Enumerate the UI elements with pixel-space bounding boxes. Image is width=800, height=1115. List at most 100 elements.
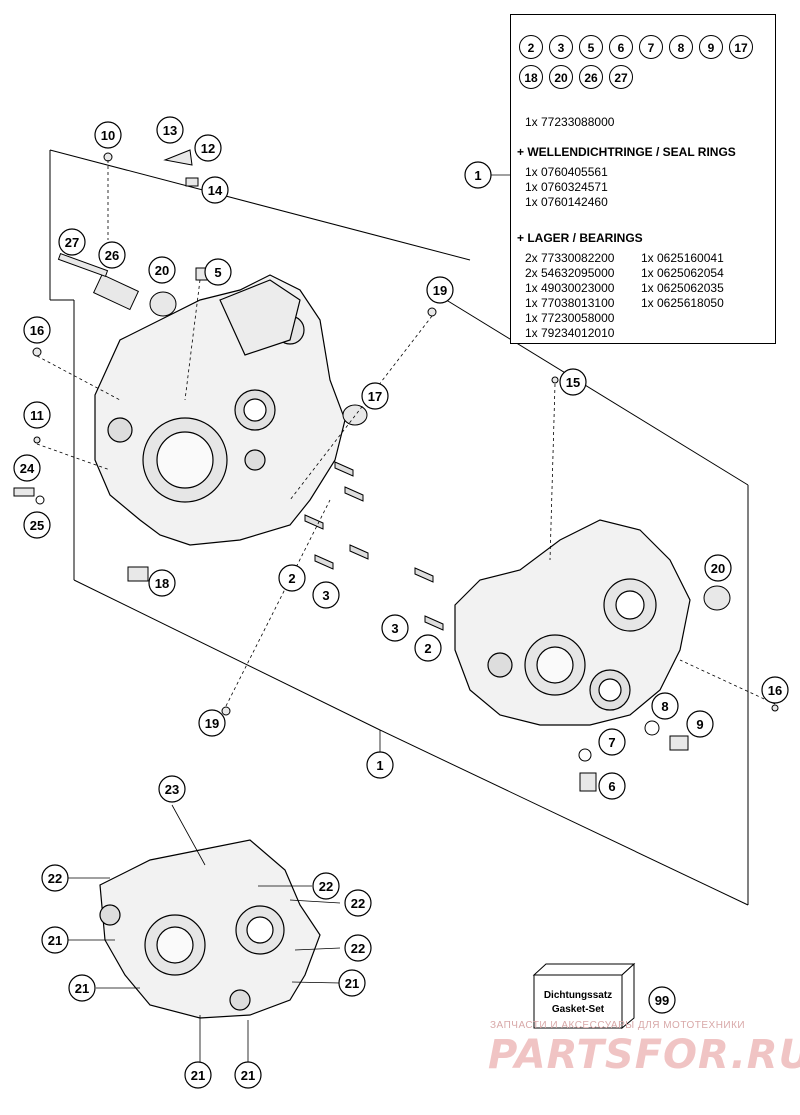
left-crankcase: [94, 274, 346, 546]
callout-number-3: 3: [391, 621, 398, 636]
callout-number-20: 20: [711, 561, 725, 576]
callout-number-1: 1: [376, 758, 383, 773]
callout-bubble-3: [312, 581, 340, 609]
kit-part-17: 17: [729, 35, 753, 59]
gasket-box-shape: [532, 962, 636, 1030]
callout-number-17: 17: [368, 389, 382, 404]
kit-part-5: 5: [579, 35, 603, 59]
callout-bubble-22: [312, 872, 340, 900]
callout-bubble-22: [344, 889, 372, 917]
callout-number-21: 21: [241, 1068, 255, 1083]
callout-number-2: 2: [424, 641, 431, 656]
callout-number-2: 2: [288, 571, 295, 586]
bearing-right-4: 1x 0625618050: [641, 296, 724, 310]
callout-bubble-17: [361, 382, 389, 410]
callout-number-12: 12: [201, 141, 215, 156]
callout-bubble-21: [68, 974, 96, 1002]
callout-bubble-5: [204, 258, 232, 286]
callout-bubble-3: [381, 614, 409, 642]
seal-ring-1: 1x 0760405561: [525, 165, 608, 179]
callout-number-23: 23: [165, 782, 179, 797]
callout-bubble-16: [761, 676, 789, 704]
kit-part-27: 27: [609, 65, 633, 89]
callout-number-22: 22: [351, 896, 365, 911]
kit-part-6: 6: [609, 35, 633, 59]
right-crankcase: [454, 519, 691, 726]
callout-number-21: 21: [48, 933, 62, 948]
callout-bubble-8: [651, 692, 679, 720]
watermark-subtitle: ЗАПЧАСТИ И АКСЕССУАРЫ ДЛЯ МОТОТЕХНИКИ: [490, 1020, 746, 1031]
callout-number-16: 16: [30, 323, 44, 338]
callout-bubble-14: [201, 176, 229, 204]
callout-bubble-21: [234, 1061, 262, 1089]
bearing-left-2: 2x 54632095000: [525, 266, 615, 280]
callout-bubble-21: [41, 926, 69, 954]
bearing-left-3: 1x 49030023000: [525, 281, 615, 295]
callout-bubble-11: [23, 401, 51, 429]
callout-number-18: 18: [155, 576, 169, 591]
callout-number-21: 21: [191, 1068, 205, 1083]
bearing-left-6: 1x 79234012010: [525, 326, 615, 340]
kit-part-3: 3: [549, 35, 573, 59]
kit-part-26: 26: [579, 65, 603, 89]
callout-bubble-1: [464, 161, 492, 189]
callout-bubble-19: [198, 709, 226, 737]
leader-lines: [36, 160, 776, 707]
callout-bubble-21: [338, 969, 366, 997]
callout-number-16: 16: [768, 683, 782, 698]
kit-part-9: 9: [699, 35, 723, 59]
seal-rings-heading: + WELLENDICHTRINGE / SEAL RINGS: [517, 145, 736, 159]
callout-bubble-7: [598, 728, 626, 756]
callout-bubble-19: [426, 276, 454, 304]
callout-number-22: 22: [319, 879, 333, 894]
callout-number-99: 99: [655, 993, 669, 1008]
callout-number-22: 22: [351, 941, 365, 956]
kit-main-number: 1x 77233088000: [525, 115, 615, 129]
seal-ring-2: 1x 0760324571: [525, 180, 608, 194]
bearing-right-1: 1x 0625160041: [641, 251, 724, 265]
seal-ring-3: 1x 0760142460: [525, 195, 608, 209]
callout-bubble-22: [41, 864, 69, 892]
bottom-crankcase: [99, 839, 321, 1019]
callout-number-21: 21: [345, 976, 359, 991]
callout-bubble-2: [278, 564, 306, 592]
callout-number-9: 9: [696, 717, 703, 732]
callout-number-19: 19: [205, 716, 219, 731]
callout-bubble-18: [148, 569, 176, 597]
bolts: [304, 461, 444, 631]
callout-bubble-12: [194, 134, 222, 162]
kit-part-20: 20: [549, 65, 573, 89]
callout-bubble-20: [148, 256, 176, 284]
callout-number-6: 6: [608, 779, 615, 794]
callout-number-5: 5: [214, 265, 221, 280]
kit-part-8: 8: [669, 35, 693, 59]
callout-bubble-10: [94, 121, 122, 149]
callout-bubble-27: [58, 228, 86, 256]
callout-bubble-13: [156, 116, 184, 144]
small-parts: [13, 149, 779, 792]
callout-bubble-6: [598, 772, 626, 800]
bearing-right-3: 1x 0625062035: [641, 281, 724, 295]
callout-number-20: 20: [155, 263, 169, 278]
callout-number-21: 21: [75, 981, 89, 996]
bearings-heading: + LAGER / BEARINGS: [517, 231, 643, 245]
left-frame-lines: [49, 149, 749, 906]
callout-bubble-24: [13, 454, 41, 482]
callout-bubble-22: [344, 934, 372, 962]
gasket-label-en: Gasket-Set: [551, 1004, 605, 1015]
kit-part-18: 18: [519, 65, 543, 89]
callout-number-8: 8: [661, 699, 668, 714]
callout-number-7: 7: [608, 735, 615, 750]
bearing-left-4: 1x 77038013100: [525, 296, 615, 310]
callout-bubble-9: [686, 710, 714, 738]
callout-number-24: 24: [20, 461, 35, 476]
kit-part-2: 2: [519, 35, 543, 59]
callout-bubble-2: [414, 634, 442, 662]
callout-number-1: 1: [474, 168, 481, 183]
callout-number-25: 25: [30, 518, 44, 533]
kit-part-7: 7: [639, 35, 663, 59]
callout-bubble-26: [98, 241, 126, 269]
